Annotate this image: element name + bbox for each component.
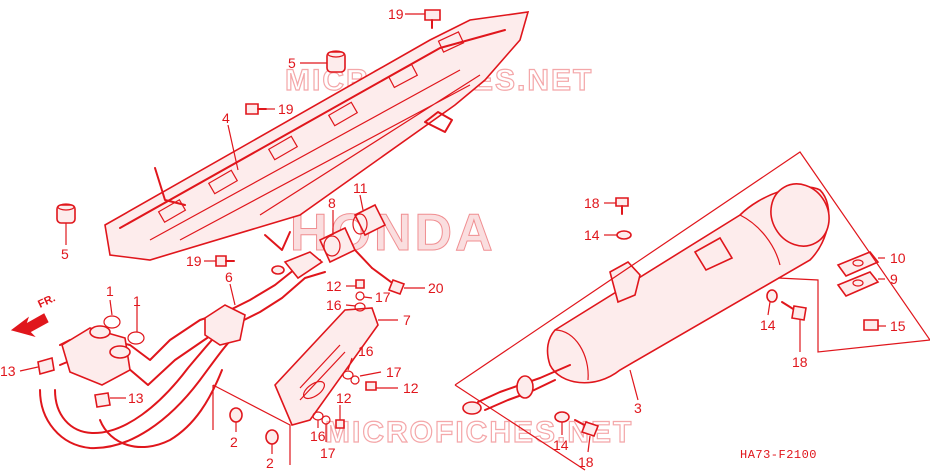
callout-10: 10 [890, 250, 906, 266]
joint-gasket-part-11 [352, 203, 387, 237]
callout-3: 3 [634, 400, 642, 416]
joint-clamp-part-8 [318, 226, 373, 269]
callout-20: 20 [428, 280, 444, 296]
callout-13-left: 13 [0, 363, 16, 379]
collar-part-16-c [312, 411, 324, 421]
heat-shield-part-4 [104, 11, 530, 261]
figure-code: HA73-F2100 [740, 448, 817, 462]
grommet-part-5-top [326, 50, 346, 73]
callout-16-b: 16 [358, 343, 374, 359]
callout-9: 9 [890, 271, 898, 287]
nut-part-13-lower [94, 392, 111, 408]
bolt-part-12-b [365, 381, 377, 391]
bolt-part-18-bottom [574, 419, 600, 437]
watermark-bottom: MICROFICHES.NET [325, 416, 633, 449]
callout-14-top: 14 [584, 227, 600, 243]
washer-part-14-mid [766, 289, 778, 303]
bolt-part-19-top [424, 9, 441, 29]
leader-lines [19, 13, 886, 454]
grommet-part-5-left [56, 203, 76, 224]
bolt-part-20 [371, 267, 406, 296]
callout-1-left: 1 [106, 283, 114, 299]
callout-18-bottom: 18 [578, 454, 594, 470]
callout-11: 11 [353, 180, 368, 196]
front-direction-arrow: FR. [10, 292, 57, 337]
callout-16-c: 16 [310, 428, 326, 444]
gasket-part-1-left [103, 315, 121, 329]
bolt-part-18-top [615, 197, 629, 215]
bolt-part-18-mid [781, 301, 807, 321]
exhaust-flange [61, 325, 131, 386]
protector-part-7 [274, 307, 379, 426]
bolt-part-15 [863, 319, 879, 331]
front-direction-label: FR. [36, 292, 57, 310]
bolt-part-12-a [355, 279, 365, 289]
callout-18-mid: 18 [792, 354, 808, 370]
bolt-part-19-mid [245, 103, 267, 115]
plate-part-10 [836, 251, 880, 277]
nut-part-13-left [37, 356, 55, 376]
collar-part-16-b [342, 370, 354, 380]
plate-part-9 [836, 271, 880, 297]
callout-17-b: 17 [386, 364, 402, 380]
washer-part-14-bottom [554, 411, 570, 423]
callout-2-a: 2 [230, 434, 238, 450]
gasket-part-1-right [127, 331, 145, 345]
gasket-part-2-b [265, 429, 279, 445]
gasket-part-2-a [229, 407, 243, 423]
collar-part-16-a [354, 302, 366, 312]
callout-16-a: 16 [326, 297, 342, 313]
callout-13-lower: 13 [128, 390, 144, 406]
callout-15: 15 [890, 318, 906, 334]
callout-14-mid: 14 [760, 317, 776, 333]
callout-19-mid: 19 [278, 101, 294, 117]
callout-19-lower: 19 [186, 253, 202, 269]
washer-part-17-a [355, 291, 365, 301]
callout-2-b: 2 [266, 455, 274, 471]
callout-17-c: 17 [320, 445, 336, 461]
callout-8: 8 [328, 195, 336, 211]
callout-5-top: 5 [288, 55, 296, 71]
bolt-part-19-lower [215, 255, 235, 267]
muffler-part-3 [462, 183, 830, 415]
callout-12-b: 12 [403, 380, 419, 396]
callout-17-a: 17 [375, 289, 391, 305]
washer-part-17-b [350, 375, 360, 385]
callout-19-top: 19 [388, 6, 404, 22]
callout-5-left: 5 [61, 246, 69, 262]
watermark-center: HONDA [290, 204, 496, 262]
callout-6: 6 [225, 269, 233, 285]
callout-12-c: 12 [336, 390, 352, 406]
callout-4: 4 [222, 110, 230, 126]
callout-14-bottom: 14 [553, 437, 569, 453]
callout-12-a: 12 [326, 278, 342, 294]
group-bracket-gaskets [212, 384, 291, 465]
callout-18-top: 18 [584, 195, 600, 211]
callout-1-right: 1 [133, 293, 141, 309]
callout-7: 7 [403, 312, 411, 328]
washer-part-14-top [616, 230, 632, 240]
group-bracket-muffler [454, 151, 930, 471]
bolt-part-12-c [335, 419, 345, 429]
callout-numbers: 19 5 19 4 5 11 8 19 6 12 17 20 16 7 1 1 … [0, 6, 906, 471]
